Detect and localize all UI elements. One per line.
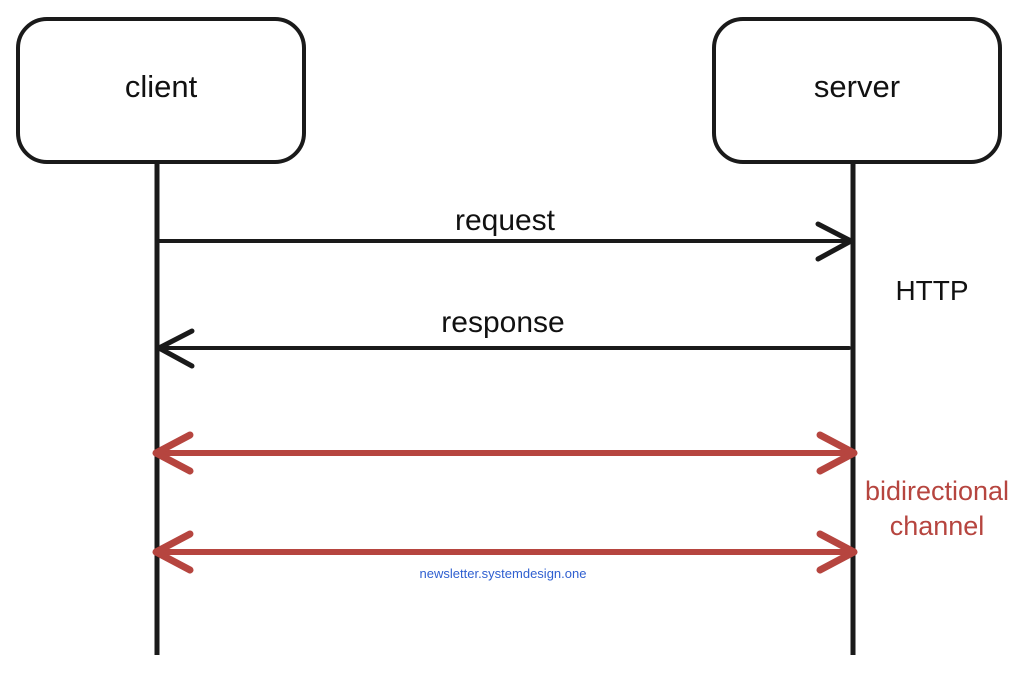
message-response[interactable]: response xyxy=(156,306,851,369)
server-box-shape xyxy=(712,17,1002,164)
message-bidirectional-1[interactable] xyxy=(152,431,858,475)
arrowhead-right-icon xyxy=(816,530,858,574)
server-box-label: server xyxy=(814,69,900,104)
message-response-label: response xyxy=(441,306,564,339)
message-request[interactable]: request xyxy=(155,204,854,262)
annotation-http: HTTP xyxy=(895,275,968,306)
arrowhead-left-icon xyxy=(152,431,194,475)
watermark-label: newsletter.systemdesign.one xyxy=(420,566,587,581)
participant-box-server[interactable]: server xyxy=(712,17,1002,164)
annotation-bidirectional-line2: channel xyxy=(890,511,985,541)
arrowhead-left-icon xyxy=(152,530,194,574)
arrowhead-right-icon xyxy=(816,431,858,475)
client-box-shape xyxy=(16,17,306,164)
client-box-label: client xyxy=(125,69,198,104)
arrowhead-left-icon xyxy=(156,328,195,369)
message-bidirectional-2[interactable] xyxy=(152,530,858,574)
arrowhead-right-icon xyxy=(815,221,854,262)
annotation-bidirectional-channel: bidirectional channel xyxy=(865,476,1009,541)
annotation-bidirectional-line1: bidirectional xyxy=(865,476,1009,506)
message-request-label: request xyxy=(455,204,556,237)
participant-box-client[interactable]: client xyxy=(16,17,306,164)
